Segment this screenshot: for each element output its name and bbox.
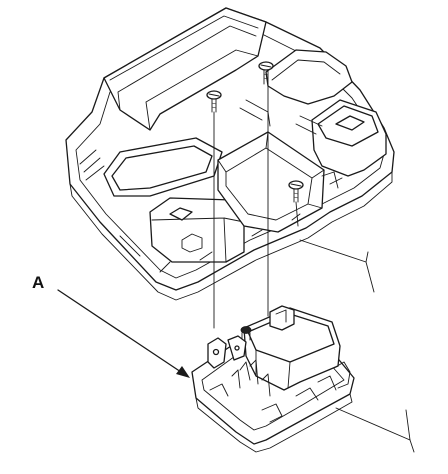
left-switch-block-face: [151, 217, 245, 263]
screw-2: [258, 61, 274, 85]
module-top-connector: [269, 305, 295, 331]
rear-center-block-top: [109, 15, 259, 111]
module-right-clip: [333, 361, 351, 389]
callout-a-arrowhead: [176, 366, 190, 378]
central-opening: [217, 131, 325, 233]
callout-a-label: A: [32, 273, 44, 292]
screw-3: [288, 180, 304, 203]
guide-line-3: [295, 201, 299, 227]
rear-block-edge: [145, 49, 259, 131]
module-socket: [240, 326, 252, 334]
callout-a-leader: [57, 289, 185, 375]
central-opening-wall: [217, 131, 325, 209]
lower-switch-module: [191, 305, 355, 453]
central-opening-floor: [225, 147, 313, 221]
upper-release-arrow: [299, 239, 375, 293]
screw-1: [206, 90, 222, 113]
left-switch-block: [149, 197, 245, 263]
module-pin-2: [234, 345, 240, 351]
left-connector-tab: [181, 233, 203, 253]
rim-front-details: [159, 213, 301, 273]
callout-a: A: [32, 273, 190, 378]
module-base-front: [195, 393, 353, 453]
mounting-screws: [206, 61, 304, 203]
module-pin-1: [212, 348, 220, 356]
top-right-pad: [265, 49, 353, 105]
lower-release-arrow: [335, 407, 415, 453]
module-base-details: [209, 375, 337, 423]
module-fins: [231, 359, 271, 397]
upper-console-housing: [65, 7, 395, 301]
rim-ribs-left: [79, 149, 141, 257]
left-switch-button: [169, 207, 193, 221]
rear-center-block: [103, 7, 267, 131]
housing-skirt: [69, 171, 393, 301]
connector-slot: [275, 309, 287, 323]
right-module-window: [335, 115, 365, 131]
left-lamp-lens: [111, 145, 213, 191]
assembly-guide-lines: [213, 83, 299, 329]
top-right-pad-inner: [271, 59, 341, 81]
